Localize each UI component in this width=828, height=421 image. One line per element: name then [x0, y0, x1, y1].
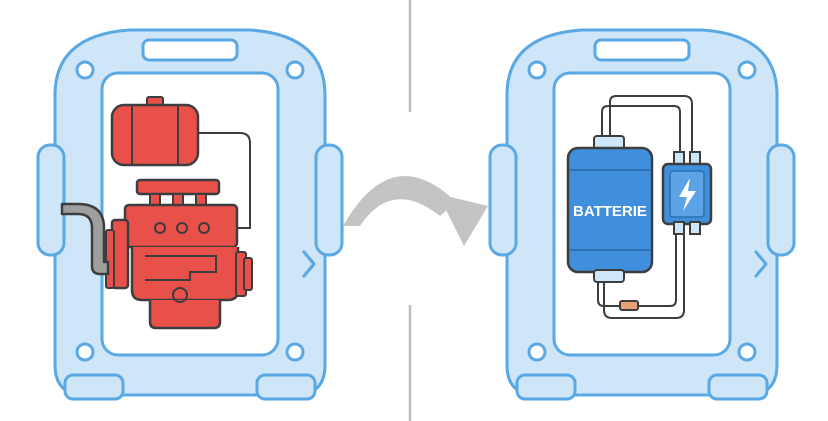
fuse [619, 300, 639, 311]
engine-icon [60, 96, 253, 330]
wiring [609, 95, 693, 162]
lightning-bolt-icon [679, 178, 696, 211]
engine-block [105, 178, 253, 330]
battery-label: BATTERIE [573, 203, 647, 220]
exhaust-pipe [60, 202, 110, 276]
converter-module [661, 151, 713, 235]
fuel-tank [110, 96, 200, 167]
fuel-line [198, 132, 251, 229]
battery-system: BATTERIE [566, 95, 713, 319]
chevron-right-icon [302, 250, 316, 278]
curved-arrow-icon [343, 176, 488, 246]
battery-icon: BATTERIE [566, 135, 654, 283]
